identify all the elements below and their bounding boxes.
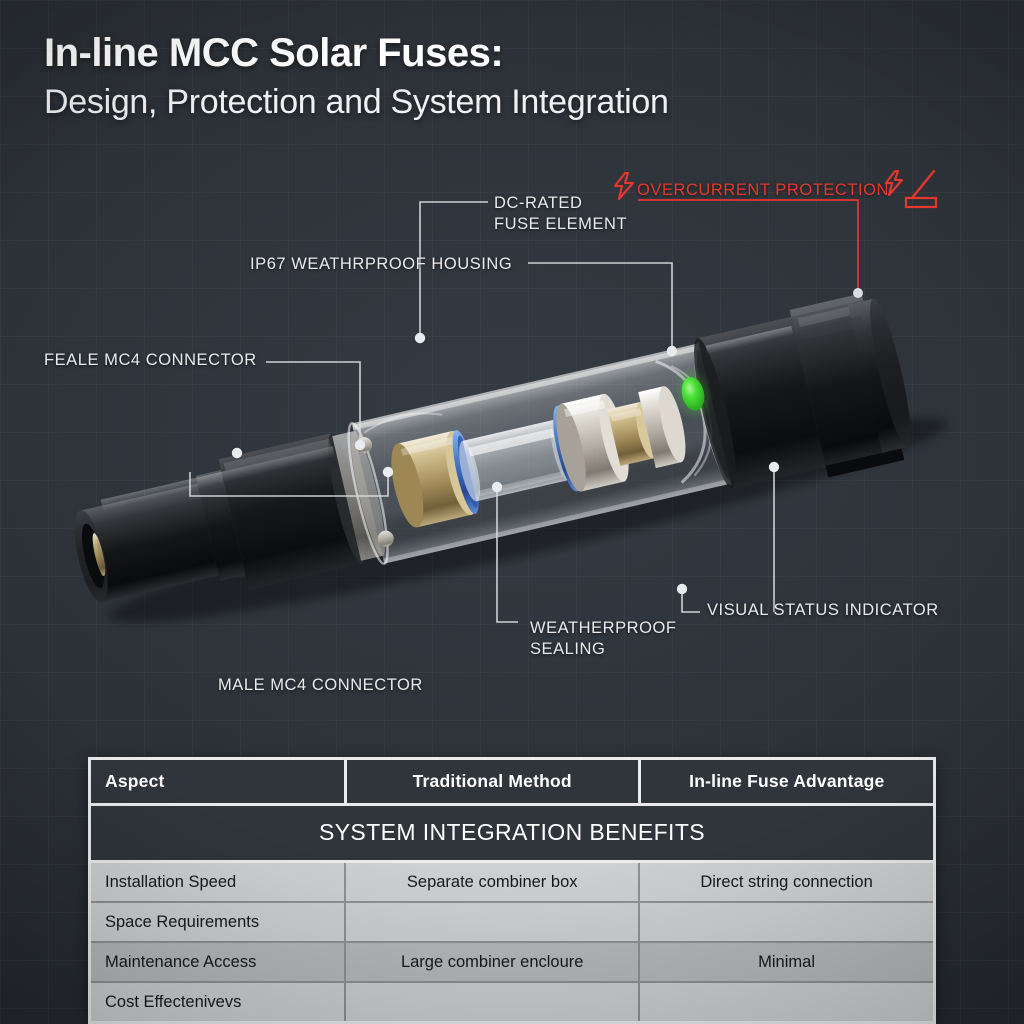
- cell-aspect: Space Requirements: [91, 902, 347, 943]
- cell-advantage: Direct string connection: [639, 861, 933, 903]
- column-header-traditional: Traditional Method: [345, 760, 641, 806]
- table-row: Maintenance Access Large combiner enclou…: [91, 942, 933, 983]
- column-header-advantage: In-line Fuse Advantage: [639, 760, 933, 806]
- callout-weatherproof-sealing: WEATHERPROOF SEALING: [530, 619, 677, 658]
- callout-male-mc4-connector: MALE MC4 CONNECTOR: [218, 676, 423, 694]
- cell-advantage: [639, 902, 933, 943]
- product-illustration: [0, 150, 1024, 750]
- cell-traditional: [345, 982, 641, 1021]
- cell-advantage: Minimal: [639, 942, 933, 983]
- cell-advantage: [639, 982, 933, 1021]
- table-row: Space Requirements: [91, 902, 933, 943]
- table-title: SYSTEM INTEGRATION BENEFITS: [91, 804, 933, 863]
- table-row: Cost Effectenivevs: [91, 982, 933, 1021]
- cell-aspect: Cost Effectenivevs: [91, 982, 347, 1021]
- page-subtitle: Design, Protection and System Integratio…: [44, 83, 669, 122]
- table-title-row: SYSTEM INTEGRATION BENEFITS: [91, 804, 933, 863]
- table-row: Installation Speed Separate combiner box…: [91, 861, 933, 903]
- cell-aspect: Installation Speed: [91, 861, 347, 903]
- header: In-line MCC Solar Fuses: Design, Protect…: [44, 32, 669, 122]
- cell-traditional: [345, 902, 641, 943]
- column-header-aspect: Aspect: [91, 760, 347, 806]
- cell-aspect: Maintenance Access: [91, 942, 347, 983]
- callout-female-mc4-connector: FEALE MC4 CONNECTOR: [44, 351, 257, 369]
- callout-visual-status-indicator: VISUAL STATUS INDICATOR: [707, 601, 939, 619]
- callout-ip67-housing: IP67 WEATHRPROOF HOUSING: [250, 255, 513, 273]
- callout-dc-rated-fuse-element: DC-RATED FUSE ELEMENT: [494, 194, 628, 233]
- lightning-bolt-icon: [613, 172, 635, 200]
- cell-traditional: Large combiner encloure: [345, 942, 641, 983]
- system-integration-benefits-table: SYSTEM INTEGRATION BENEFITS Aspect Tradi…: [88, 757, 936, 1024]
- table-header-row: Aspect Traditional Method In-line Fuse A…: [91, 760, 933, 806]
- page-title: In-line MCC Solar Fuses:: [44, 31, 504, 75]
- callout-overcurrent-protection: OVERCURRENT PROTECTION: [637, 181, 889, 199]
- fuse-symbol-icon: [884, 169, 938, 209]
- cell-traditional: Separate combiner box: [345, 861, 641, 903]
